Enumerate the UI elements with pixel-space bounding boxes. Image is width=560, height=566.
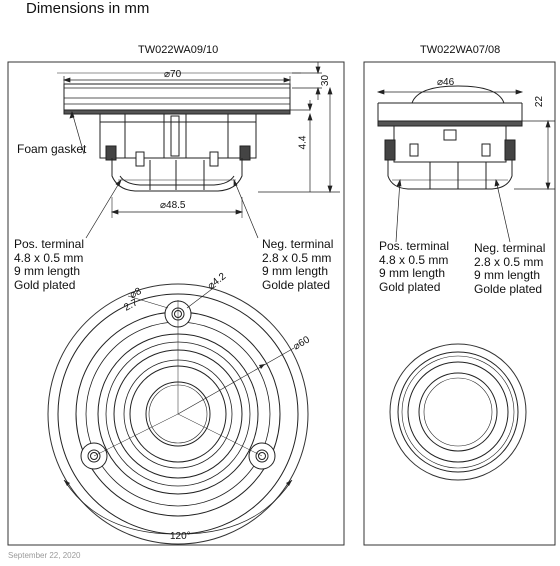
- dim-height-30: 30: [320, 74, 332, 87]
- right-pos-terminal-label: Pos. terminal 4.8 x 0.5 mm 9 mm length G…: [379, 239, 450, 294]
- foam-gasket-label: Foam gasket: [17, 142, 87, 156]
- right-panel-frame: [363, 61, 556, 546]
- dim-overall-dia-70: ⌀70: [164, 69, 182, 80]
- dim-height-22: 22: [534, 95, 546, 108]
- page-title: Dimensions in mm: [26, 0, 150, 17]
- right-dimension-lines: [376, 89, 555, 243]
- dim-angle-120: 120°: [170, 531, 191, 542]
- footer-date: September 22, 2020: [8, 551, 81, 560]
- left-front-view: [47, 283, 309, 545]
- left-dimension-lines: [62, 62, 340, 239]
- right-side-view: [377, 85, 523, 190]
- left-pos-terminal-label: Pos. terminal 4.8 x 0.5 mm 9 mm length G…: [14, 237, 85, 292]
- dim-base-dia-48-5: ⌀48.5: [160, 200, 186, 211]
- right-neg-terminal-label: Neg. terminal 2.8 x 0.5 mm 9 mm length G…: [474, 241, 546, 296]
- left-panel-frame: [7, 61, 345, 546]
- right-model-header: TW022WA07/08: [420, 44, 501, 56]
- right-front-view: [389, 343, 527, 481]
- dim-height-4-4: 4.4: [297, 135, 309, 150]
- left-neg-terminal-label: Neg. terminal 2.8 x 0.5 mm 9 mm length G…: [262, 237, 334, 292]
- dim-overall-dia-46: ⌀46: [437, 77, 455, 88]
- left-side-view: [57, 72, 301, 218]
- left-model-header: TW022WA09/10: [138, 44, 219, 56]
